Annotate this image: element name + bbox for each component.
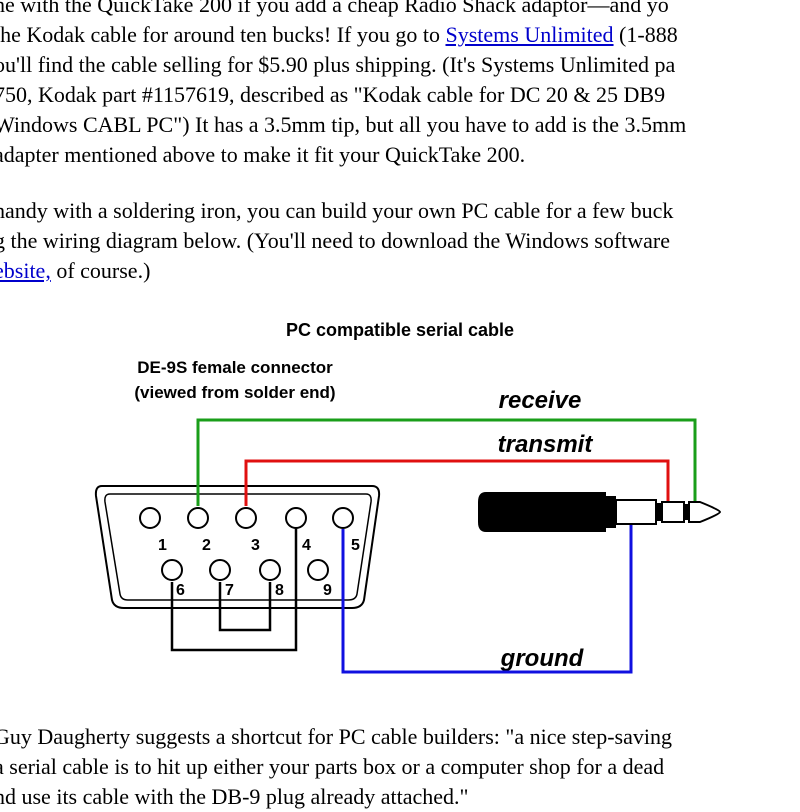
paragraph-shortcut: Guy Daugherty suggests a shortcut for PC… xyxy=(0,722,800,812)
pin-8 xyxy=(259,559,281,581)
pin-3 xyxy=(235,507,257,529)
pin-label-8: 8 xyxy=(275,582,284,599)
diagram-title: PC compatible serial cable xyxy=(286,320,514,340)
pin-5 xyxy=(332,507,354,529)
pin-label-6: 6 xyxy=(176,582,185,599)
pin-label-3: 3 xyxy=(251,537,260,554)
pin-label-1: 1 xyxy=(158,537,167,554)
text-line: ou'll find the cable selling for $5.90 p… xyxy=(0,52,676,77)
text-line: handy with a soldering iron, you can bui… xyxy=(0,198,674,223)
receive-wire xyxy=(196,418,697,506)
pin-label-5: 5 xyxy=(351,537,360,554)
paragraph-diy-cable: handy with a soldering iron, you can bui… xyxy=(0,196,800,286)
text-span: (1-888 xyxy=(613,22,678,47)
text-line: g the wiring diagram below. (You'll need… xyxy=(0,228,671,253)
wiring-diagram-svg: PC compatible serial cable DE-9S female … xyxy=(94,320,722,674)
pin-label-4: 4 xyxy=(302,537,311,554)
ground-label: ground xyxy=(500,645,585,672)
jumper-wire-7-8 xyxy=(218,582,272,632)
pin-2 xyxy=(187,507,209,529)
systems-unlimited-link[interactable]: Systems Unlimited xyxy=(445,22,614,47)
pin-label-2: 2 xyxy=(202,537,211,554)
connector-label-line1: DE-9S female connector xyxy=(137,358,333,377)
receive-label: receive xyxy=(499,387,582,414)
text-line: 750, Kodak part #1157619, described as "… xyxy=(0,82,666,107)
text-line: a serial cable is to hit up either your … xyxy=(0,754,665,779)
jumper-wire-4-6 xyxy=(170,528,298,652)
text-line: Guy Daugherty suggests a shortcut for PC… xyxy=(0,724,672,749)
pin-7 xyxy=(209,559,231,581)
paragraph-kodak-cable: he with the QuickTake 200 if you add a c… xyxy=(0,0,800,170)
text-line: the Kodak cable for around ten bucks! If… xyxy=(0,20,800,50)
connector-label-line2: (viewed from solder end) xyxy=(134,383,335,402)
transmit-wire xyxy=(244,459,670,506)
pin-label-9: 9 xyxy=(323,582,332,599)
text-line: Windows CABL PC") It has a 3.5mm tip, bu… xyxy=(0,112,687,137)
pin-9 xyxy=(307,559,329,581)
text-span: the Kodak cable for around ten bucks! If… xyxy=(0,22,446,47)
ground-wire xyxy=(341,524,633,674)
stereo-plug-icon xyxy=(478,492,722,532)
pin-4 xyxy=(285,507,307,529)
pin-label-7: 7 xyxy=(225,582,234,599)
text-span: of course.) xyxy=(50,258,151,283)
text-line: adapter mentioned above to make it fit y… xyxy=(0,142,526,167)
text-line: he with the QuickTake 200 if you add a c… xyxy=(0,0,669,17)
pin-1 xyxy=(139,507,161,529)
pin-6 xyxy=(161,559,183,581)
transmit-label: transmit xyxy=(498,431,594,458)
text-line: nd use its cable with the DB-9 plug alre… xyxy=(0,784,469,809)
wiring-diagram: PC compatible serial cable DE-9S female … xyxy=(80,310,760,690)
